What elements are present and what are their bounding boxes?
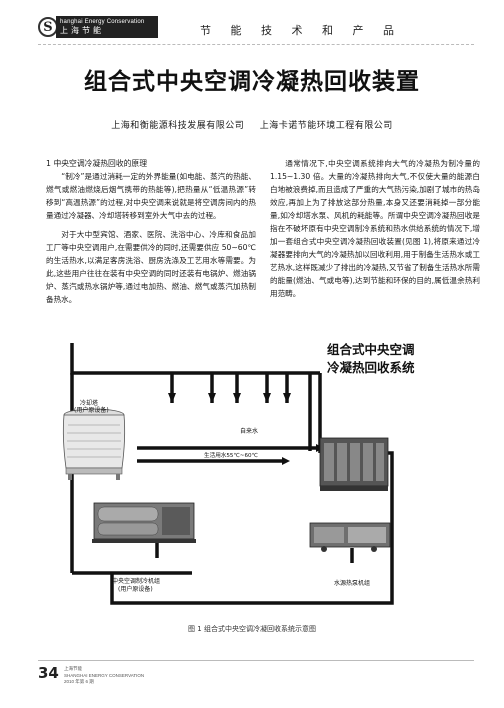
figure-title: 组合式中央空调 冷凝热回收系统 [327, 341, 415, 377]
chiller-unit [92, 502, 196, 543]
body-paragraph: 通常情况下,中央空调系统排向大气的冷凝热为制冷量的 1.15~1.30 倍。大量… [270, 159, 480, 298]
footer-line: 上海节能 [64, 666, 82, 671]
label-cooling-tower-sub: (用户原设备) [74, 406, 109, 414]
arrow-icon [282, 457, 290, 465]
header-divider [38, 44, 474, 45]
arrow-icon [208, 393, 216, 403]
author-affiliation: 上海卡诺节能环境工程有限公司 [259, 121, 393, 131]
label-cooling-tower: 冷却塔 [80, 399, 98, 407]
author-affiliation: 上海和衡能源科技发展有限公司 [111, 121, 245, 131]
footer-line: SHANGHAI ENERGY CONSERVATION [64, 672, 145, 678]
label-tap-water: 自来水 [240, 427, 258, 435]
left-column: 1 中央空调冷凝热回收的原理 “制冷”是通过消耗一定的外界能量(如电能、蒸汽的热… [46, 157, 256, 306]
logo-bar: hanghai Energy Conservation 上海节能 [56, 16, 158, 38]
page-number: 34 [38, 664, 59, 682]
article-title: 组合式中央空调冷凝热回收装置 [84, 69, 420, 95]
heat-recovery-unit [319, 437, 389, 491]
cooling-tower [62, 408, 126, 480]
arrow-icon [283, 393, 291, 403]
arrow-icon [263, 393, 271, 403]
body-paragraph: 对于大中型宾馆、酒家、医院、洗浴中心、冷库和食品加工厂等中央空调用户,在需要供冷… [46, 230, 256, 304]
figure-title-line: 组合式中央空调 [327, 342, 415, 357]
body-paragraph: “制冷”是通过消耗一定的外界能量(如电能、蒸汽的热能、燃气或燃油燃烧后烟气携带的… [46, 172, 256, 220]
footer-line: 2010 年第 6 期 [64, 679, 94, 684]
section-name: 节 能 技 术 和 产 品 [200, 24, 402, 37]
arrow-icon [233, 393, 241, 403]
water-source-heat-pump [309, 522, 391, 552]
system-figure: 冷却塔 (用户原设备) 自来水 生活用水55℃~60℃ 水源热泵机组 中央空调制… [52, 333, 452, 618]
label-chiller-sub: (用户原设备) [118, 585, 153, 593]
article-authors: 上海和衡能源科技发展有限公司 上海卡诺节能环境工程有限公司 [0, 118, 504, 131]
journal-logo: S hanghai Energy Conservation 上海节能 [38, 14, 158, 40]
right-column: 通常情况下,中央空调系统排向大气的冷凝热为制冷量的 1.15~1.30 倍。大量… [270, 157, 480, 300]
logo-emblem: S [38, 17, 58, 37]
logo-english-name: hanghai Energy Conservation [60, 19, 145, 25]
figure-caption: 图 1 组合式中央空调冷凝回收系统示意图 [188, 625, 316, 633]
label-chiller: 中央空调制冷机组 [112, 577, 160, 585]
label-heat-pump: 水源热泵机组 [334, 579, 370, 587]
footer-divider [38, 660, 474, 661]
logo-chinese-name: 上海节能 [60, 26, 104, 35]
diagram-labels: 冷却塔 (用户原设备) 自来水 生活用水55℃~60℃ 水源热泵机组 中央空调制… [74, 399, 370, 593]
system-diagram: 冷却塔 (用户原设备) 自来水 生活用水55℃~60℃ 水源热泵机组 中央空调制… [62, 343, 394, 605]
label-hot-water: 生活用水55℃~60℃ [204, 451, 258, 459]
arrow-icon [168, 393, 176, 403]
section-heading: 1 中央空调冷凝热回收的原理 [46, 159, 148, 168]
footer-journal-info: 上海节能 SHANGHAI ENERGY CONSERVATION 2010 年… [64, 666, 144, 686]
figure-title-line: 冷凝热回收系统 [327, 360, 415, 375]
